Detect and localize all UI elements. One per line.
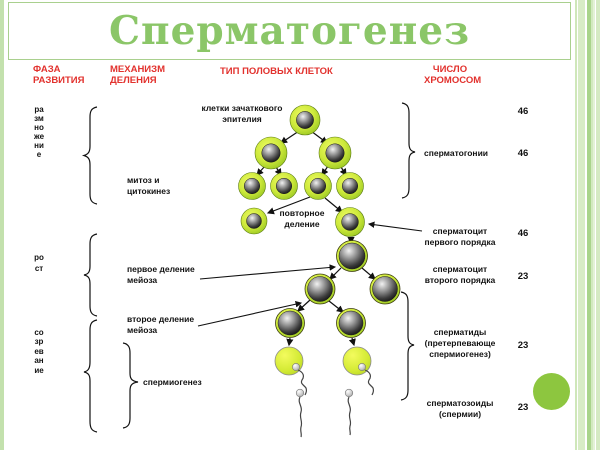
cell-maturing-spermatid xyxy=(342,346,375,396)
label-germ-epithelium: клетки зачаткового эпителия xyxy=(201,103,283,124)
cell-spermatogonium xyxy=(318,136,352,170)
cell-spermatogonium xyxy=(270,172,298,200)
label-spermatids: сперматиды (претерпевающе спермиогенез) xyxy=(424,327,496,359)
column-header-cell-type: ТИП ПОЛОВЫХ КЛЕТОК xyxy=(220,66,333,77)
cell-spermatid xyxy=(336,308,366,338)
count-spermatocyte-1: 46 xyxy=(517,228,529,239)
mechanism-meiosis-1: первое деление мейоза xyxy=(127,264,195,285)
count-spermatocyte-2: 23 xyxy=(517,271,529,282)
left-frame-stripe xyxy=(0,0,4,450)
label-spermatozoa: сперматозоиды (спермии) xyxy=(426,398,494,419)
spermatozoon xyxy=(344,388,354,436)
label-spermatocyte-1: сперматоцит первого порядка xyxy=(424,226,496,247)
cell-spermatogonium xyxy=(254,136,288,170)
cell-spermatogonium xyxy=(304,172,332,200)
phase-growth: рост xyxy=(34,253,44,273)
cell-spermatogonium xyxy=(336,172,364,200)
mechanism-meiosis-2: второе деление мейоза xyxy=(127,314,195,335)
brace-spermatogonia xyxy=(401,102,416,199)
column-header-chromosomes: ЧИСЛО ХРОМОСОМ xyxy=(424,64,482,86)
cell-spermatocyte-2 xyxy=(304,273,336,305)
division-arrows xyxy=(256,130,376,347)
column-header-phase: ФАЗА РАЗВИТИЯ xyxy=(33,64,85,86)
cell-spermatid xyxy=(275,308,305,338)
brace-growth xyxy=(83,233,98,317)
label-spermatogonia: сперматогонии xyxy=(424,148,489,158)
count-spermatids: 23 xyxy=(517,340,529,351)
cell-maturing-spermatid xyxy=(274,346,308,396)
count-spermatogonia: 46 xyxy=(517,148,529,159)
right-frame-stripes xyxy=(573,0,600,450)
mechanism-spermiogenesis: спермиогенез xyxy=(143,377,202,387)
cell-spermatogonium xyxy=(240,207,268,235)
column-header-mechanism: МЕХАНИЗМ ДЕЛЕНИЯ xyxy=(110,64,166,86)
title-box: Сперматогенез xyxy=(8,2,571,60)
brace-maturation xyxy=(83,319,98,433)
brace-spermatids xyxy=(400,291,415,401)
slide-title: Сперматогенез xyxy=(109,7,470,54)
count-germ-epithelium: 46 xyxy=(517,106,529,117)
label-spermatocyte-2: сперматоцит второго порядка xyxy=(424,264,496,285)
label-repeated-division: повторное деление xyxy=(279,208,325,229)
count-spermatozoa: 23 xyxy=(517,402,529,413)
spermatozoon xyxy=(295,388,305,438)
accent-circle xyxy=(533,373,570,410)
phase-reproduction: размножение xyxy=(34,105,45,159)
cell-spermatocyte-2 xyxy=(369,273,401,305)
label-pointer-arrows xyxy=(197,221,423,327)
cell-spermatogonium xyxy=(238,172,266,200)
mechanism-mitosis: митоз и цитокинез xyxy=(127,175,171,196)
cell-spermatocyte-1 xyxy=(335,207,365,237)
cell-spermatocyte-1-growing xyxy=(336,240,368,272)
cell-germ-epithelium xyxy=(289,104,321,136)
brace-reproduction xyxy=(81,106,98,205)
phase-maturation: созревание xyxy=(34,328,44,375)
brace-spermiogenesis xyxy=(122,342,139,429)
